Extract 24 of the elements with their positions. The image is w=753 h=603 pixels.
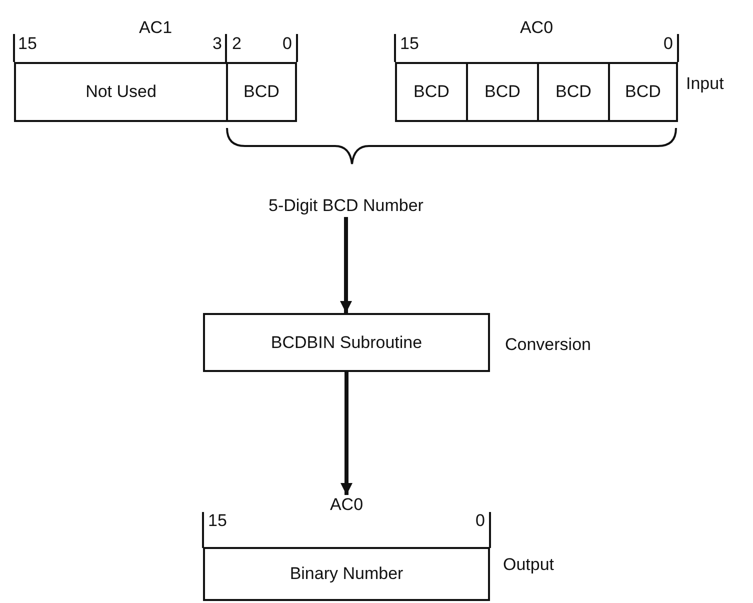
register-field: BCD: [608, 62, 678, 122]
side-label: Conversion: [505, 335, 591, 355]
register-name: AC0: [330, 495, 364, 515]
arrow: [340, 217, 352, 313]
register-field: BCD: [466, 62, 539, 122]
register-field: BCD: [537, 62, 610, 122]
register-field: BCD: [226, 62, 297, 122]
register-name: AC0: [520, 18, 554, 38]
register-field: BCD: [395, 62, 468, 122]
bit-number: 15: [400, 34, 419, 54]
bit-number: 15: [18, 34, 37, 54]
side-label: Input: [686, 74, 724, 94]
flow-label: 5-Digit BCD Number: [226, 195, 466, 217]
arrow: [340, 372, 352, 495]
bit-number: 15: [208, 511, 227, 531]
bit-number: 3: [212, 34, 222, 54]
side-label: Output: [503, 555, 554, 575]
bit-number: 0: [282, 34, 292, 54]
register-name: AC1: [138, 18, 172, 38]
bit-number: 0: [664, 34, 673, 54]
register-field: Binary Number: [203, 547, 490, 601]
bit-number: 0: [476, 511, 485, 531]
bit-number: 2: [232, 34, 242, 54]
register-field: Not Used: [14, 62, 228, 122]
